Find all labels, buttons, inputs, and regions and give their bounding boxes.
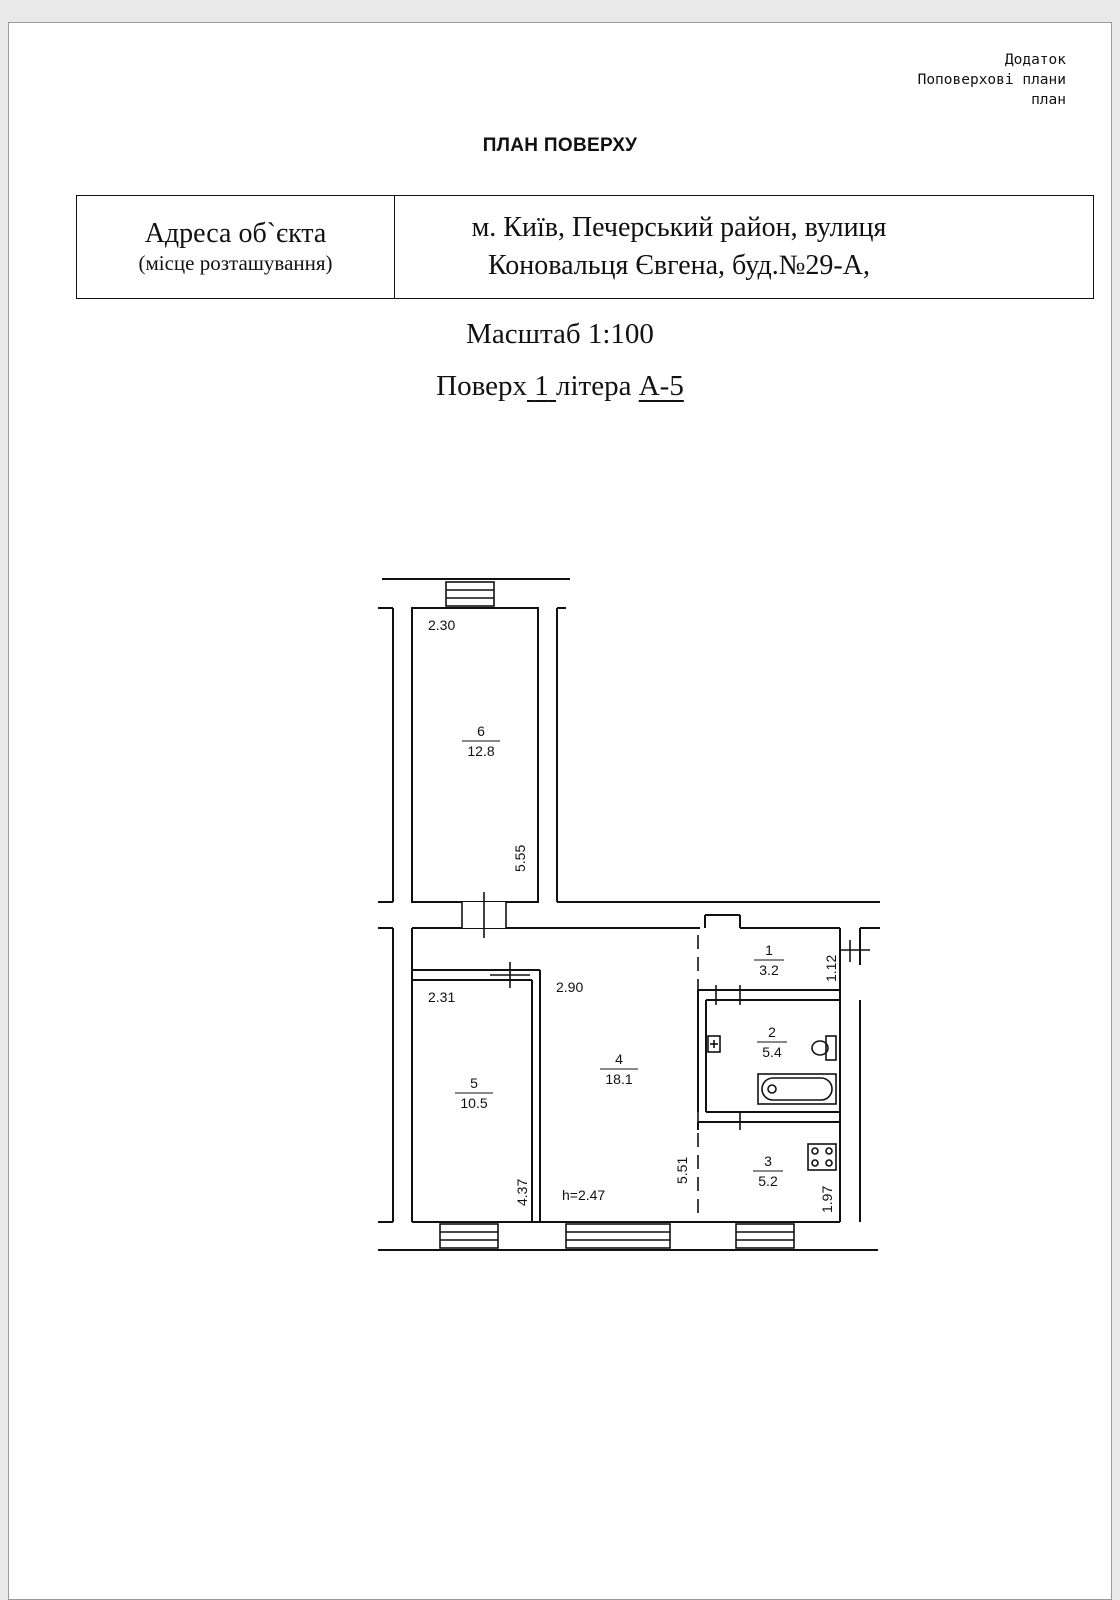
floor-label: Поверх 1 літера А-5 <box>0 370 1120 403</box>
dim-room4-length: 5.51 <box>674 1157 690 1184</box>
appendix-line-3: план <box>1031 92 1066 108</box>
room-1-area: 3.2 <box>759 962 779 978</box>
room-2-number: 2 <box>768 1024 776 1040</box>
room-5-area: 10.5 <box>460 1095 487 1111</box>
window-room-4 <box>565 1223 671 1249</box>
appendix-header: Додаток Поповерхові плани план <box>918 50 1066 110</box>
floor-letter-label: літера <box>556 370 632 402</box>
room-4-number: 4 <box>615 1051 623 1067</box>
ceiling-height: h=2.47 <box>562 1187 605 1203</box>
room-3-area: 5.2 <box>758 1173 778 1189</box>
plan-doors <box>461 892 870 1130</box>
room-5-number: 5 <box>470 1075 478 1091</box>
plan-title: ПЛАН ПОВЕРХУ <box>482 135 638 156</box>
document-sheet <box>8 22 1112 1600</box>
scale-label: Масштаб 1:100 <box>466 318 654 350</box>
toilet-tank-icon <box>825 1035 837 1061</box>
room-2-area: 5.4 <box>762 1044 782 1060</box>
address-label-sub: (місце розташування) <box>138 251 333 275</box>
address-value-line-1: м. Київ, Печерський район, вулиця <box>471 212 887 243</box>
dim-room6-length: 5.55 <box>512 845 528 872</box>
address-table: Адреса об`єкта (місце розташування) м. К… <box>76 195 1094 299</box>
dimension-labels: 2.30 5.55 2.31 4.37 2.90 5.51 1.12 1.97 … <box>428 617 839 1213</box>
dim-room4-width: 2.90 <box>556 979 583 995</box>
room-4-area: 18.1 <box>605 1071 632 1087</box>
dim-room5-width: 2.31 <box>428 989 455 1005</box>
floor-number: 1 <box>534 370 549 402</box>
room-3-number: 3 <box>764 1153 772 1169</box>
bathtub-icon <box>757 1073 837 1105</box>
floor-letter: А-5 <box>638 370 684 402</box>
window-room-5 <box>439 1223 499 1249</box>
address-value-cell: м. Київ, Печерський район, вулиця Конова… <box>395 196 1093 298</box>
toilet-icon <box>811 1040 829 1056</box>
window-room-3 <box>735 1223 795 1249</box>
plan-windows <box>439 581 795 1249</box>
dim-room1-width: 1.12 <box>823 955 839 982</box>
floor-prefix: Поверх <box>436 370 528 402</box>
room-1-number: 1 <box>765 942 773 958</box>
address-value-line-2: Коновальця Євгена, буд.№29-А, <box>488 250 870 281</box>
dim-room6-width: 2.30 <box>428 617 455 633</box>
plan-walls <box>378 578 880 1251</box>
address-label: Адреса об`єкта <box>144 218 327 249</box>
room-6-area: 12.8 <box>467 743 494 759</box>
dim-room3-width: 1.97 <box>819 1186 835 1213</box>
address-label-cell: Адреса об`єкта (місце розташування) <box>77 196 395 298</box>
dim-room5-length: 4.37 <box>514 1179 530 1206</box>
window-room-6 <box>445 581 495 607</box>
appendix-line-2: Поповерхові плани <box>917 72 1066 88</box>
room-labels: 6 12.8 5 10.5 4 18.1 1 3.2 2 5.4 3 5.2 <box>455 723 787 1189</box>
sink-icon <box>707 1035 721 1053</box>
plan-fixtures <box>707 1035 837 1171</box>
appendix-line-1: Додаток <box>1004 52 1066 68</box>
room-6-number: 6 <box>477 723 485 739</box>
stove-icon <box>807 1143 837 1171</box>
